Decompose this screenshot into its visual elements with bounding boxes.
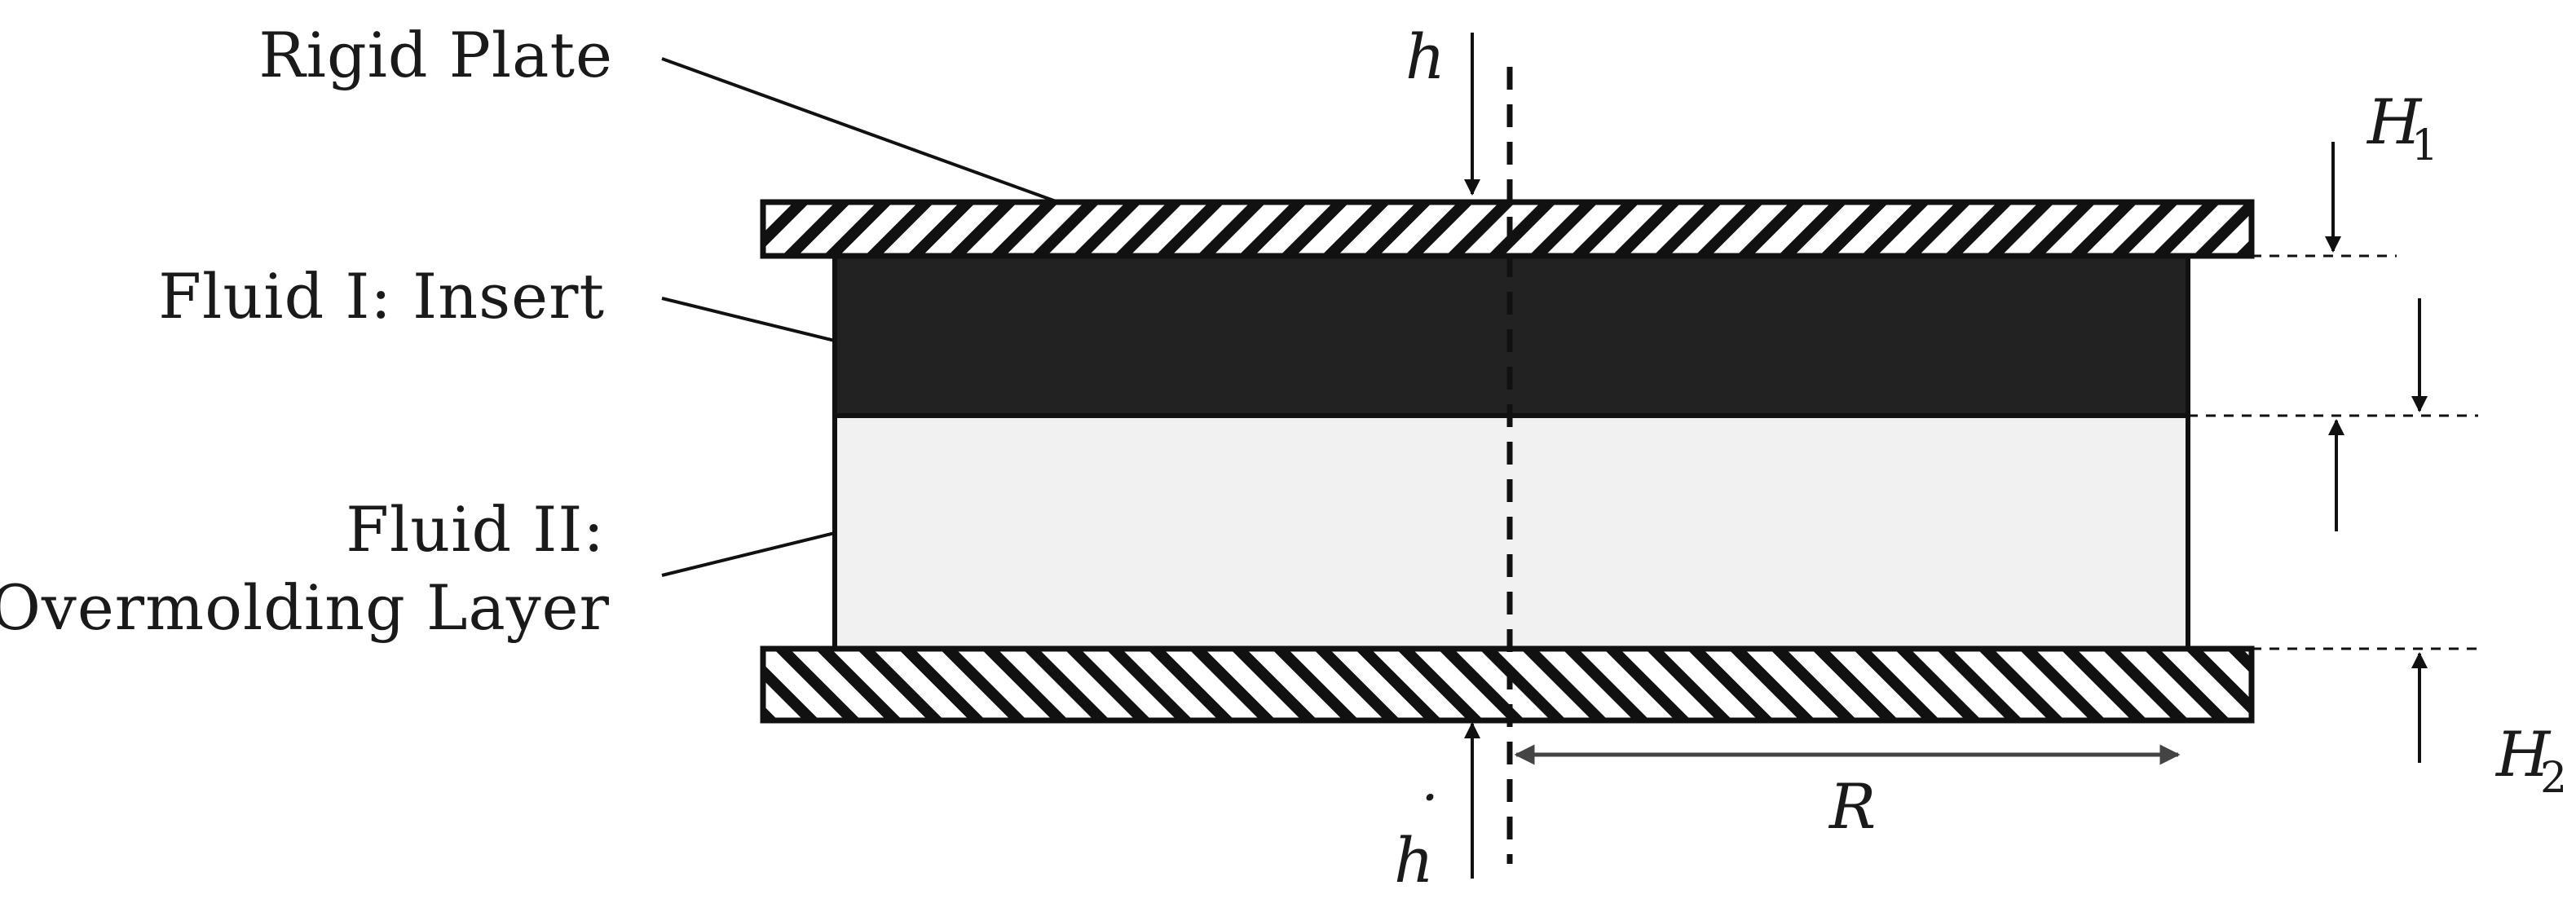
fluid-two-leader [661,531,836,577]
rigid-plate-leader [661,57,1059,204]
h2-base: H [2494,718,2552,791]
fluid-two-label-line1: Fluid II: [346,493,605,566]
rigid-plate-label: Rigid Plate [258,19,613,91]
fluid-one-leader [661,297,836,342]
h-dot-bottom-symbol: ˙ h [1394,783,1440,896]
fluid-two-label-line2: Overmolding Layer [0,571,610,644]
h-dot-bottom-dot: ˙ [1409,783,1440,856]
h2-subscript: 2 [2540,754,2567,803]
h-dot-top-letter: h [1405,20,1445,93]
h2-symbol: H 2 [2494,718,2567,803]
h-dot-top-symbol: ˙ h [1405,0,1451,93]
fluid-one-label: Fluid I: Insert [158,260,605,333]
radius-symbol: R [1828,770,1876,843]
h1-base: H [2366,86,2423,158]
h-dot-top-dot: ˙ [1420,0,1451,51]
h1-symbol: H 1 [2366,86,2438,170]
h1-subscript: 1 [2411,121,2438,170]
h-dot-bottom-letter: h [1394,824,1434,896]
